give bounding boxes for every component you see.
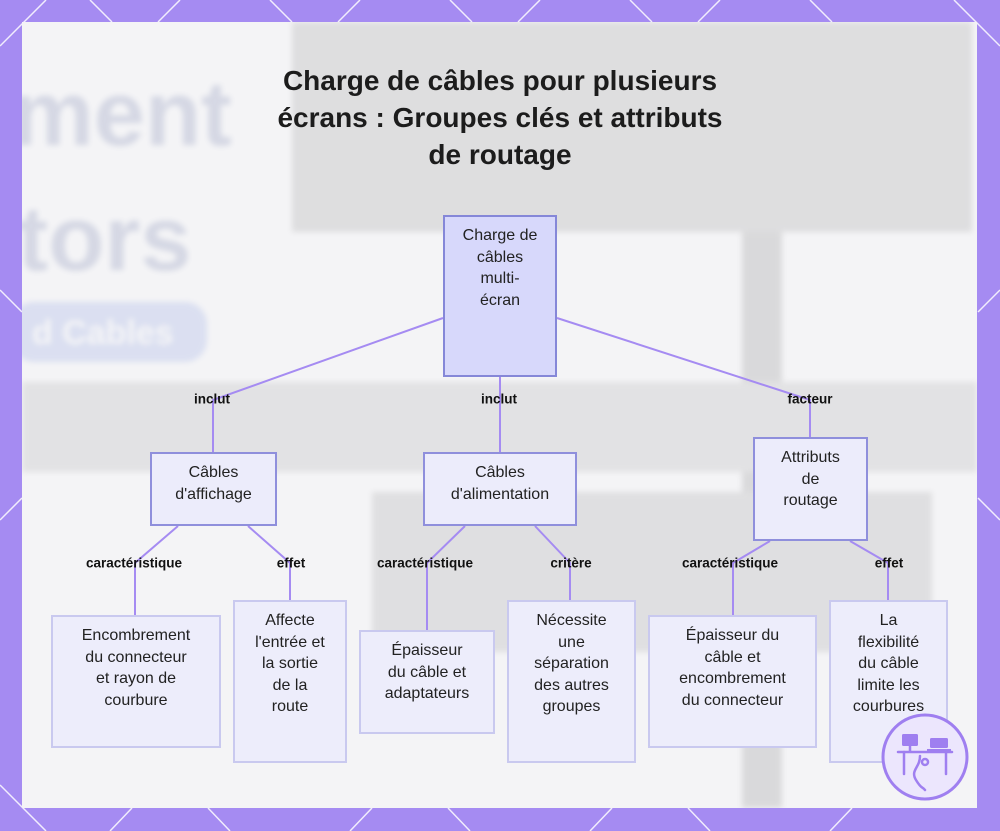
desk-cable-logo-icon [881, 713, 969, 801]
edge-label: caractéristique [376, 555, 474, 571]
node-text: une [558, 633, 585, 651]
node-text: la sortie [261, 655, 318, 672]
node-text: limite les [857, 676, 920, 694]
node-text: Câbles [475, 464, 525, 481]
node-root: Charge de câbles multi-écran [443, 215, 557, 377]
edge-power-crit [534, 525, 571, 600]
edge-label: facteur [787, 391, 833, 407]
node-text: séparation [534, 655, 609, 672]
node-power-criterion: Nécessite une séparation des autres groupes [507, 600, 636, 763]
node-text: l'entrée et [255, 633, 325, 651]
edge-routing-char [732, 540, 771, 615]
node-text: du câble et [387, 663, 467, 681]
node-text: groupes [542, 698, 601, 715]
node-text: routage [783, 492, 838, 509]
node-text: des autres [534, 676, 609, 694]
node-text: écran [479, 291, 521, 309]
edge-label: effet [276, 555, 306, 571]
edge-root-display [212, 317, 444, 452]
node-text: Encombrement [81, 627, 191, 644]
edge-label: inclut [481, 391, 517, 407]
node-display-cables: Câbles d'affichage [150, 452, 277, 526]
edge-label: inclut [194, 391, 230, 407]
edge-display-effect [247, 525, 291, 600]
node-text: du connecteur [681, 691, 784, 709]
node-text: du connecteur [85, 648, 187, 666]
node-text: encombrement [679, 670, 786, 687]
node-display-characteristic: Encombrement du connecteur et rayon de cour… [51, 615, 221, 748]
node-routing-characteristic: Épaisseur du câble et encombrement du conne… [648, 615, 817, 748]
node-text: d'alimentation [450, 485, 550, 503]
edge-routing-effect [849, 540, 889, 600]
title-line: écrans : Groupes clés et attributs [277, 102, 723, 133]
node-text: d'affichage [175, 485, 252, 503]
edge-label: critère [550, 555, 592, 571]
node-text: Épaisseur du [685, 627, 780, 644]
edge-power-char [426, 525, 466, 630]
node-routing-attributes: Attributs de routage [753, 437, 868, 541]
node-text: Affecte [265, 612, 315, 629]
node-text: multi- [480, 270, 520, 287]
node-text: de la [272, 676, 308, 694]
node-text: du câble [858, 655, 919, 672]
edge-label: effet [874, 555, 904, 571]
node-text: Nécessite [536, 612, 607, 629]
node-text: et rayon de [95, 670, 177, 687]
node-text: de [801, 470, 820, 488]
title-line: Charge de câbles pour plusieurs [282, 65, 718, 96]
node-text: Câbles [188, 464, 239, 481]
node-text: câbles [476, 248, 524, 266]
node-text: Attributs [781, 449, 840, 466]
node-text: route [271, 698, 309, 715]
title-line: de routage [428, 139, 572, 170]
node-power-cables: Câbles d'alimentation [423, 452, 577, 526]
node-text: adaptateurs [384, 685, 470, 702]
node-text: La [879, 612, 898, 629]
node-text: flexibilité [857, 633, 920, 651]
node-power-characteristic: Épaisseur du câble et adaptateurs [359, 630, 495, 734]
node-text: courbure [104, 691, 168, 709]
node-display-effect: Affecte l'entrée et la sortie de la route [233, 600, 347, 763]
node-text: câble et [704, 648, 761, 666]
edge-label: caractéristique [85, 555, 183, 571]
node-text: Épaisseur [391, 642, 463, 659]
node-text: Charge de [462, 227, 538, 244]
diagram-title: Charge de câbles pour plusieurs écrans :… [0, 62, 1000, 173]
node-text: courbures [852, 698, 925, 715]
edge-display-char [134, 525, 179, 615]
edge-root-routing [556, 317, 811, 437]
edge-label: caractéristique [681, 555, 779, 571]
